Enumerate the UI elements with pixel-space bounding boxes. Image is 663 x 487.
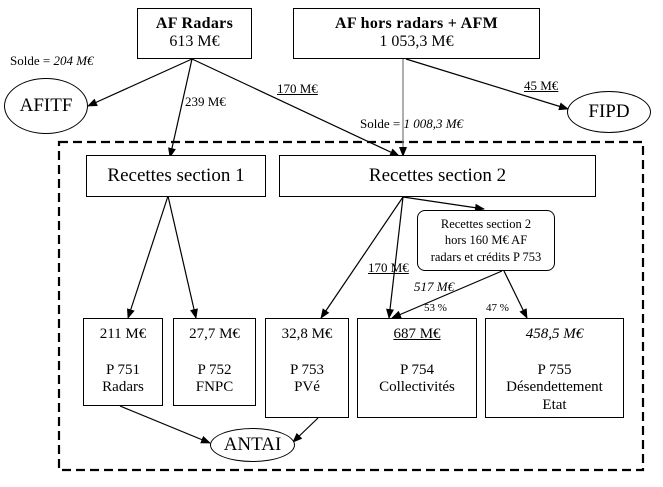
recipient-afitf: AFITF — [4, 78, 88, 134]
recipient-fipd-label: FIPD — [588, 101, 630, 122]
section1-box: Recettes section 1 — [86, 155, 266, 197]
section2-sub-line1: Recettes section 2 — [440, 217, 532, 231]
section2-sub-line3: radars et crédits P 753 — [430, 249, 542, 264]
section2-sub-box: Recettes section 2 hors 160 M€ AF radars… — [417, 210, 555, 271]
source-af-hors-radars-title: AF hors radars + AFM — [335, 15, 498, 32]
program-p755-name-line2: Etat — [542, 396, 567, 413]
source-af-hors-radars: AF hors radars + AFM 1 053,3 M€ — [293, 8, 540, 59]
program-p754-name: Collectivités — [379, 379, 455, 396]
arrow-p753-to-antai — [292, 417, 319, 443]
arrow-radars-to-afitf — [87, 58, 193, 107]
program-p754-amount: 687 M€ — [393, 326, 441, 342]
program-p751-amount: 211 M€ — [99, 326, 147, 342]
program-p751-name: Radars — [102, 379, 144, 396]
label-radars-to-section2: 170 M€ — [277, 81, 318, 96]
program-p754-code: P 754 — [399, 362, 435, 378]
program-p755-amount: 458,5 M€ — [525, 326, 584, 342]
label-solde-afitf-value: 204 M€ — [53, 53, 94, 68]
program-p755-code: P 755 — [537, 362, 572, 378]
program-p752-name: FNPC — [195, 379, 234, 396]
arrow-section1-to-p752 — [167, 195, 198, 319]
source-af-radars: AF Radars 613 M€ — [137, 8, 252, 59]
program-p754: 687 M€ P 754 Collectivités — [357, 318, 477, 418]
section2-sub-line2: hors 160 M€ AF — [444, 233, 528, 248]
label-pct-p754: 53 % — [424, 302, 447, 314]
section1-label: Recettes section 1 — [107, 165, 245, 187]
arrow-section2-to-p753 — [320, 196, 404, 319]
program-p753-amount: 32,8 M€ — [281, 326, 333, 342]
label-solde-section2-value: 1 008,3 M€ — [403, 116, 464, 131]
recipient-afitf-label: AFITF — [19, 95, 73, 116]
arrow-radars-to-section2 — [191, 58, 400, 157]
source-af-radars-amount: 613 M€ — [169, 33, 220, 51]
label-to-fipd: 45 M€ — [524, 78, 559, 93]
program-p751-code: P 751 — [105, 362, 141, 378]
program-p752-code: P 752 — [197, 362, 232, 378]
arrow-section2-to-sub — [402, 196, 485, 212]
section2-label: Recettes section 2 — [368, 165, 507, 187]
label-solde-section2: Solde = 1 008,3 M€ — [360, 116, 463, 132]
label-solde-afitf: Solde = 204 M€ — [10, 53, 94, 69]
label-pct-p755: 47 % — [486, 302, 509, 314]
source-af-radars-title: AF Radars — [155, 15, 234, 32]
program-p751: 211 M€ P 751 Radars — [83, 318, 163, 406]
recipient-fipd: FIPD — [567, 91, 651, 133]
section-perimeter-dashed-border — [57, 140, 645, 472]
program-p755-name: Désendettement — [506, 379, 603, 396]
recipient-antai: ANTAI — [210, 428, 295, 462]
arrow-sub-to-p754 — [391, 270, 503, 319]
label-section2-to-p754: 170 M€ — [368, 260, 409, 275]
program-p752: 27,7 M€ P 752 FNPC — [173, 318, 256, 406]
recipient-antai-label: ANTAI — [223, 434, 282, 455]
label-solde-section2-prefix: Solde = — [360, 116, 404, 131]
program-p755: 458,5 M€ P 755 Désendettement Etat — [485, 318, 624, 418]
arrow-section1-to-p751 — [127, 195, 169, 319]
arrow-radars-to-section1 — [168, 58, 193, 158]
arrow-sub-to-p755 — [503, 270, 528, 319]
section2-box: Recettes section 2 — [279, 155, 596, 197]
arrow-p751-to-antai — [119, 405, 211, 444]
arrow-section2-to-p754 — [386, 196, 404, 319]
program-p753: 32,8 M€ P 753 PVé — [265, 318, 349, 418]
label-sub-to-p754: 517 M€ — [414, 279, 455, 294]
label-to-section1: 239 M€ — [185, 94, 226, 109]
program-p753-name: PVé — [294, 379, 320, 396]
program-p752-amount: 27,7 M€ — [189, 326, 240, 342]
source-af-hors-radars-amount: 1 053,3 M€ — [379, 33, 454, 51]
label-solde-afitf-prefix: Solde = — [10, 53, 54, 68]
arrow-horsradars-to-fipd — [405, 58, 569, 111]
program-p753-code: P 753 — [289, 362, 325, 378]
